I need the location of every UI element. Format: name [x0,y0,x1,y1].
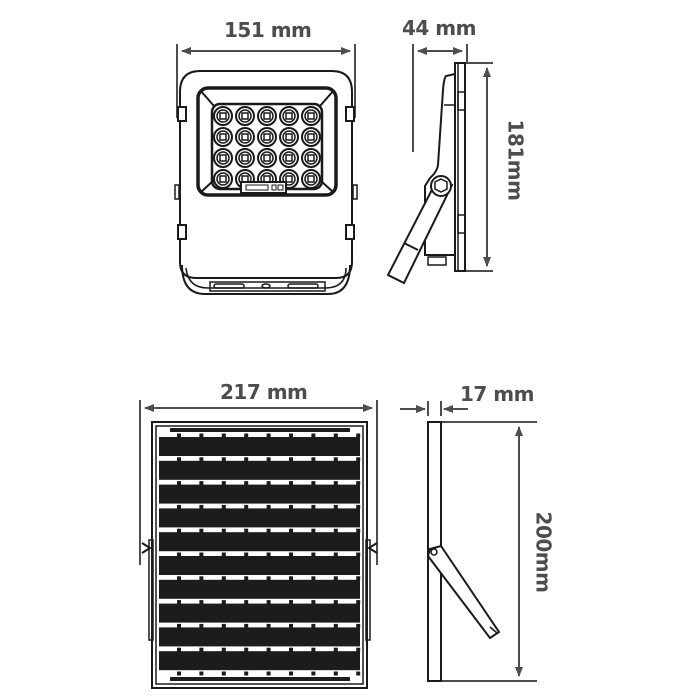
solar-cell-row [159,484,360,504]
solar-cell-row [159,627,360,647]
housing-bottom-lip [181,264,351,295]
panel-frame [151,421,368,689]
solar-cell-row [159,437,360,456]
solar-panel-side-view [400,401,537,682]
solar-cell-row [159,579,360,599]
bottom-vent [209,281,326,292]
rear-heatsink [424,73,456,256]
led-lens [279,106,299,126]
led-lens [279,127,299,147]
side-knob [141,542,152,554]
sensor-strip [240,181,287,194]
solar-cell-row [159,556,360,575]
panel-stand [426,544,501,640]
side-knob [367,542,378,554]
floodlight-depth-label: 44 mm [402,16,476,40]
mount-clip [345,106,355,122]
floodlight-height-label: 181mm [503,119,528,201]
mount-clip [177,106,187,122]
pivot-bolt [434,178,448,193]
led-lens [301,169,321,189]
led-lens [279,169,299,189]
panel-width-label: 217 mm [220,380,308,404]
solar-cell-row [159,603,360,623]
housing-outline [179,70,353,279]
led-panel-frame [196,86,338,197]
floodlight-side-view [386,44,493,285]
led-lens [213,148,233,168]
led-grid [213,106,321,189]
panel-thickness-label: 17 mm [460,382,534,406]
solar-cells [159,428,361,681]
stand-pivot [430,548,438,556]
led-lens [235,106,255,126]
led-lens [213,169,233,189]
solar-cell-row [159,508,360,528]
led-lens [257,148,277,168]
led-lens [235,127,255,147]
side-housing [454,62,466,272]
led-lens [257,127,277,147]
solar-cell-row [159,651,360,671]
solar-panel-front-view [139,400,378,689]
led-lens [213,106,233,126]
solar-cell-row [159,532,360,552]
led-lens [301,106,321,126]
cable-connector [427,256,447,266]
led-lens [279,148,299,168]
panel-height-label: 200mm [531,511,556,593]
solar-cell-row [159,460,360,480]
led-lens [213,127,233,147]
led-lens [257,106,277,126]
led-lens [301,148,321,168]
floodlight-width-label: 151 mm [224,18,312,42]
mount-clip [345,224,355,240]
led-lens [235,148,255,168]
floodlight-front-view [174,44,358,295]
led-lens [301,127,321,147]
mount-clip [177,224,187,240]
